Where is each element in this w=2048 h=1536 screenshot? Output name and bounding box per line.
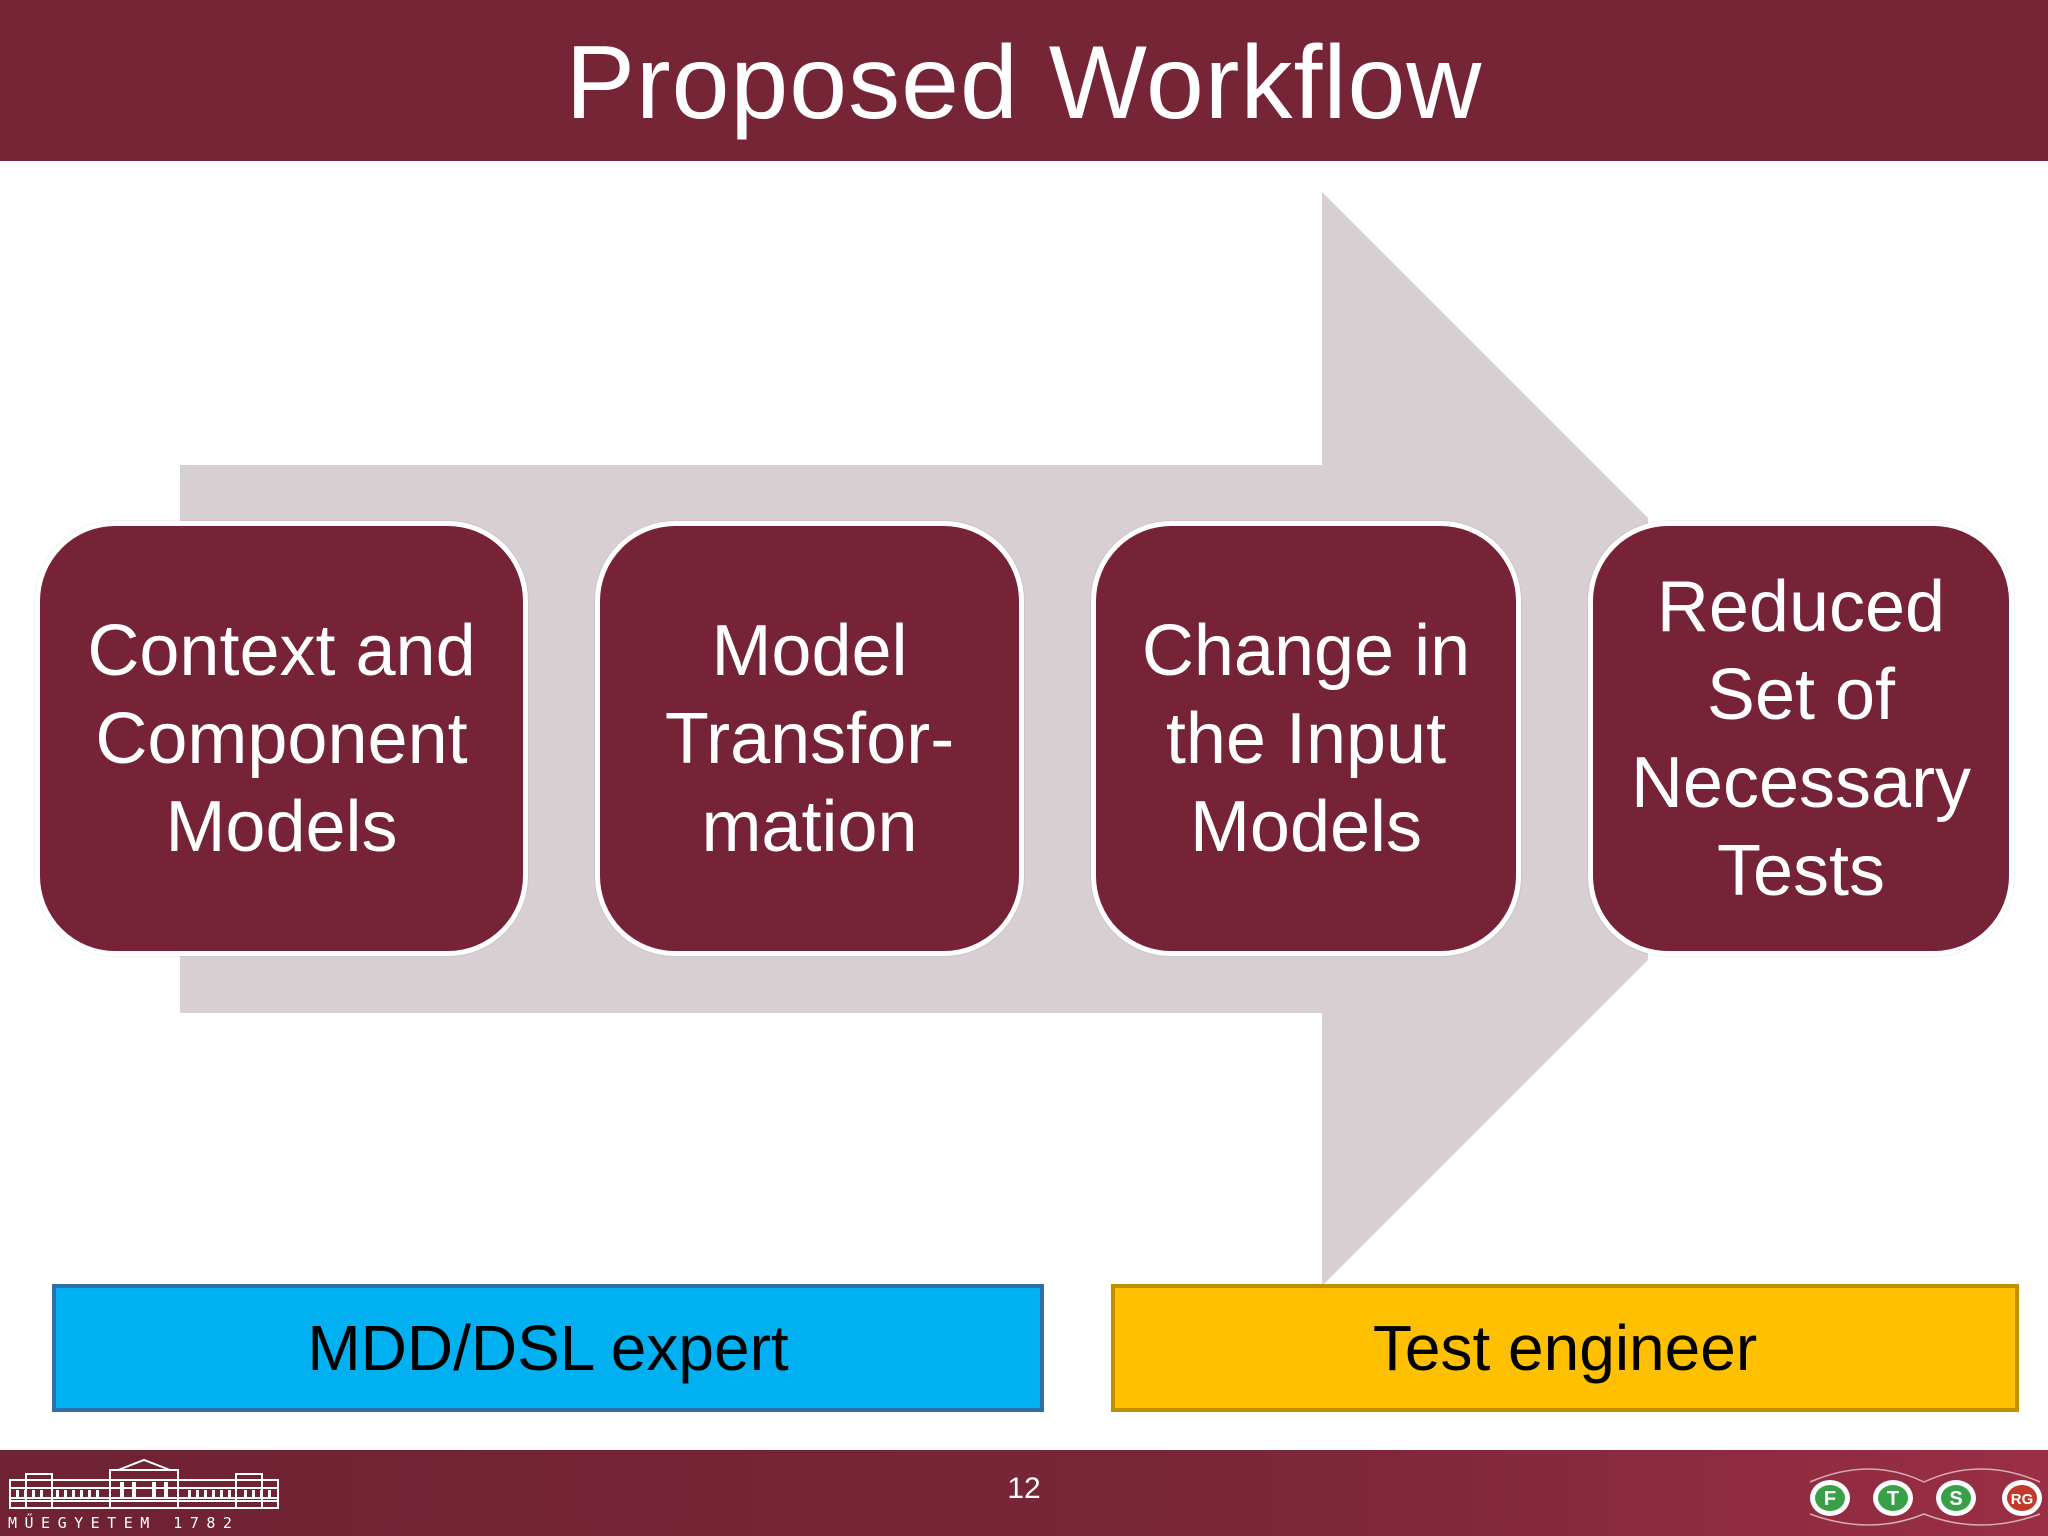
step-label: Reduced Set of Necessary Tests [1630,566,1972,911]
workflow-step-reduced-tests: Reduced Set of Necessary Tests [1588,521,2014,956]
step-label: Change in the Input Models [1141,610,1471,867]
svg-text:T: T [1887,1488,1899,1510]
workflow-step-change-input-models: Change in the Input Models [1091,521,1521,956]
footer-bar [0,1450,2048,1536]
ftsrg-logo-t: T [1873,1480,1913,1516]
svg-text:RG: RG [2011,1491,2034,1508]
svg-text:S: S [1949,1488,1962,1510]
ftsrg-logo-f: F [1810,1480,1850,1516]
role-mdd-dsl-expert: MDD/DSL expert [52,1284,1044,1412]
workflow-step-context-models: Context and Component Models [35,521,528,956]
step-label: Model Transfor- mation [664,610,955,867]
ftsrg-logo-rg: RG [2002,1480,2042,1516]
ftsrg-group-logo: F T S RG [1809,1468,2042,1526]
page-number: 12 [1007,1472,1041,1505]
university-building-logo [9,1458,279,1509]
role-label: Test engineer [1372,1312,1758,1384]
step-label: Context and Component Models [87,610,476,867]
role-test-engineer: Test engineer [1111,1284,2019,1412]
title-bar: Proposed Workflow [0,0,2048,161]
ftsrg-logo-s: S [1936,1480,1976,1516]
workflow-step-model-transformation: Model Transfor- mation [595,521,1024,956]
university-caption: MŰEGYETEM 1782 [8,1514,240,1532]
slide-title: Proposed Workflow [565,24,1483,141]
svg-text:F: F [1824,1488,1836,1510]
role-label: MDD/DSL expert [307,1312,789,1384]
